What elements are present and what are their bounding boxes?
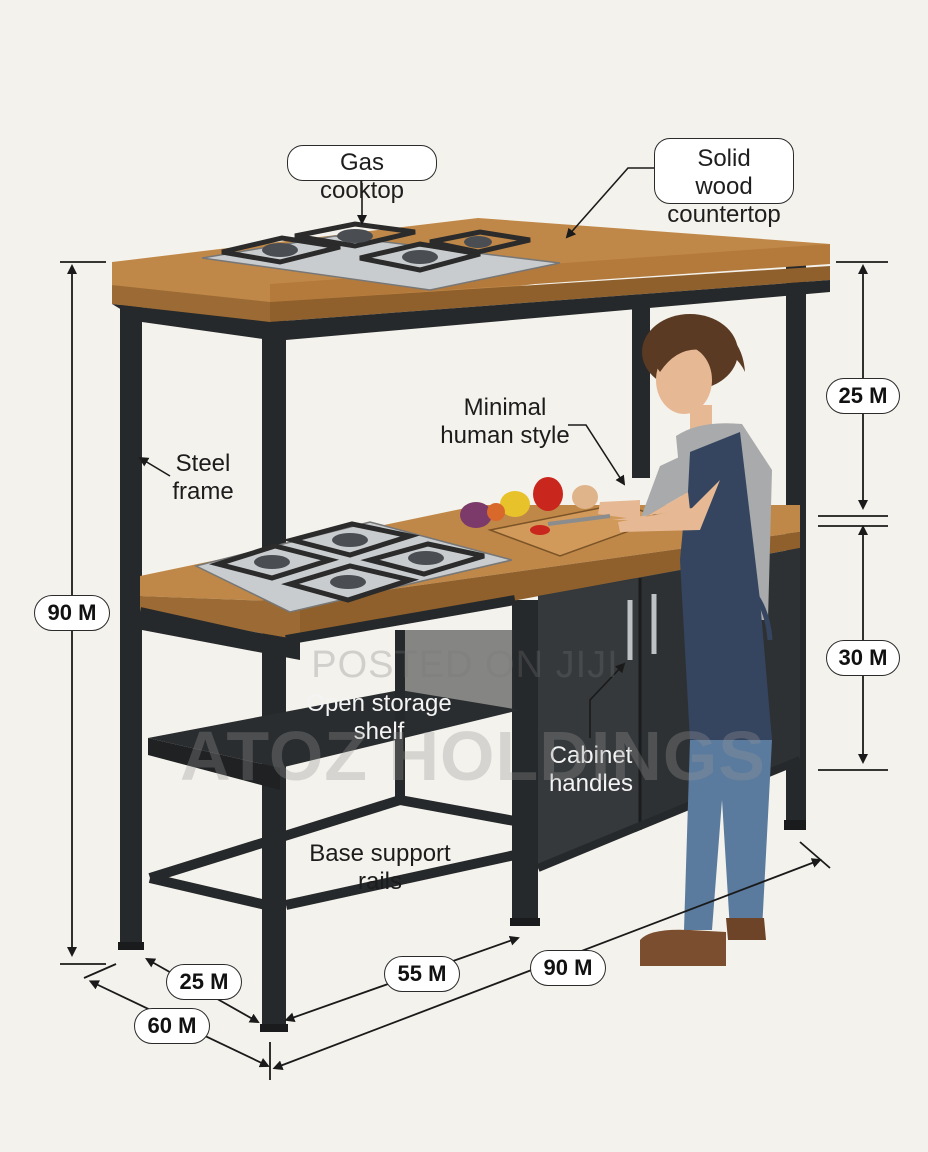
lower-height-badge: 30 M	[826, 640, 900, 676]
countertop-arrow	[565, 167, 662, 239]
overall-width-badge: 90 M	[530, 950, 606, 986]
base-side-rail	[148, 873, 268, 910]
red-onion	[460, 502, 492, 528]
upper-side-rail	[138, 607, 268, 645]
onion	[572, 485, 598, 509]
steel-frame-arrow	[138, 456, 171, 477]
front-left-leg	[120, 290, 142, 945]
cabinet-handles-label: Cabinet handles	[538, 742, 644, 798]
total-height-badge: 90 M	[34, 595, 110, 631]
yellow-pepper	[500, 491, 530, 517]
open-storage-text-line1: Open storage	[306, 690, 452, 717]
minimal-text-line2: human style	[440, 422, 570, 449]
gas-cooktop-text: Gas cooktop	[319, 149, 405, 204]
cabinet-text-line1: Cabinet	[549, 742, 633, 769]
brand-watermark: ATOZ HOLDINGS	[180, 717, 766, 795]
overall-depth-badge: 60 M	[134, 1008, 210, 1044]
solid-wood-countertop-label: Solid wood countertop	[654, 138, 794, 228]
solid-wood-text-line1: Solid wood	[695, 145, 753, 200]
side-depth-badge: 25 M	[166, 964, 242, 1000]
steel-text-line1: Steel	[175, 450, 231, 477]
posted-watermark: POSTED ON JIJI	[311, 644, 619, 686]
cabinet-arrow	[589, 662, 626, 738]
shelf-width-badge: 55 M	[384, 956, 460, 992]
red-pepper	[533, 477, 563, 511]
open-storage-text-line2: shelf	[353, 718, 405, 745]
steel-frame-label: Steel frame	[158, 450, 248, 506]
back-left-leg	[632, 298, 650, 478]
base-support-text-line1: Base support	[309, 840, 451, 867]
minimal-human-style-label: Minimal human style	[430, 394, 580, 450]
base-support-rails-label: Base support rails	[296, 840, 464, 896]
minimal-text-line1: Minimal	[463, 394, 547, 421]
upper-gap-badge: 25 M	[826, 378, 900, 414]
gas-cooktop-label: Gas cooktop	[287, 145, 437, 204]
front-inner-leg	[262, 310, 286, 1028]
base-support-text-line2: rails	[357, 868, 402, 895]
cabinet-text-line2: handles	[548, 770, 634, 797]
steel-text-line2: frame	[172, 478, 234, 505]
open-storage-shelf-label: Open storage shelf	[296, 690, 462, 746]
minimal-arrow	[568, 424, 626, 486]
solid-wood-text-line2: countertop	[667, 201, 781, 228]
